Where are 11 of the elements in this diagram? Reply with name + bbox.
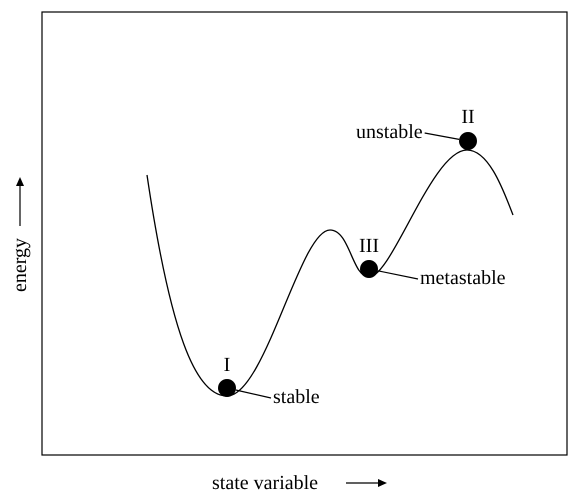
leader-line [236,389,272,399]
axis-title: energy [9,238,31,292]
state-numeral: I [222,354,232,376]
leader-line [424,132,460,140]
callout-text: stable [273,386,320,408]
state-numeral: II [460,106,476,128]
state-numeral: III [358,235,380,257]
callout-text: metastable [420,267,506,289]
callout-text: unstable [356,121,423,143]
axis-title: state variable [212,472,318,494]
leader-line [378,270,418,280]
